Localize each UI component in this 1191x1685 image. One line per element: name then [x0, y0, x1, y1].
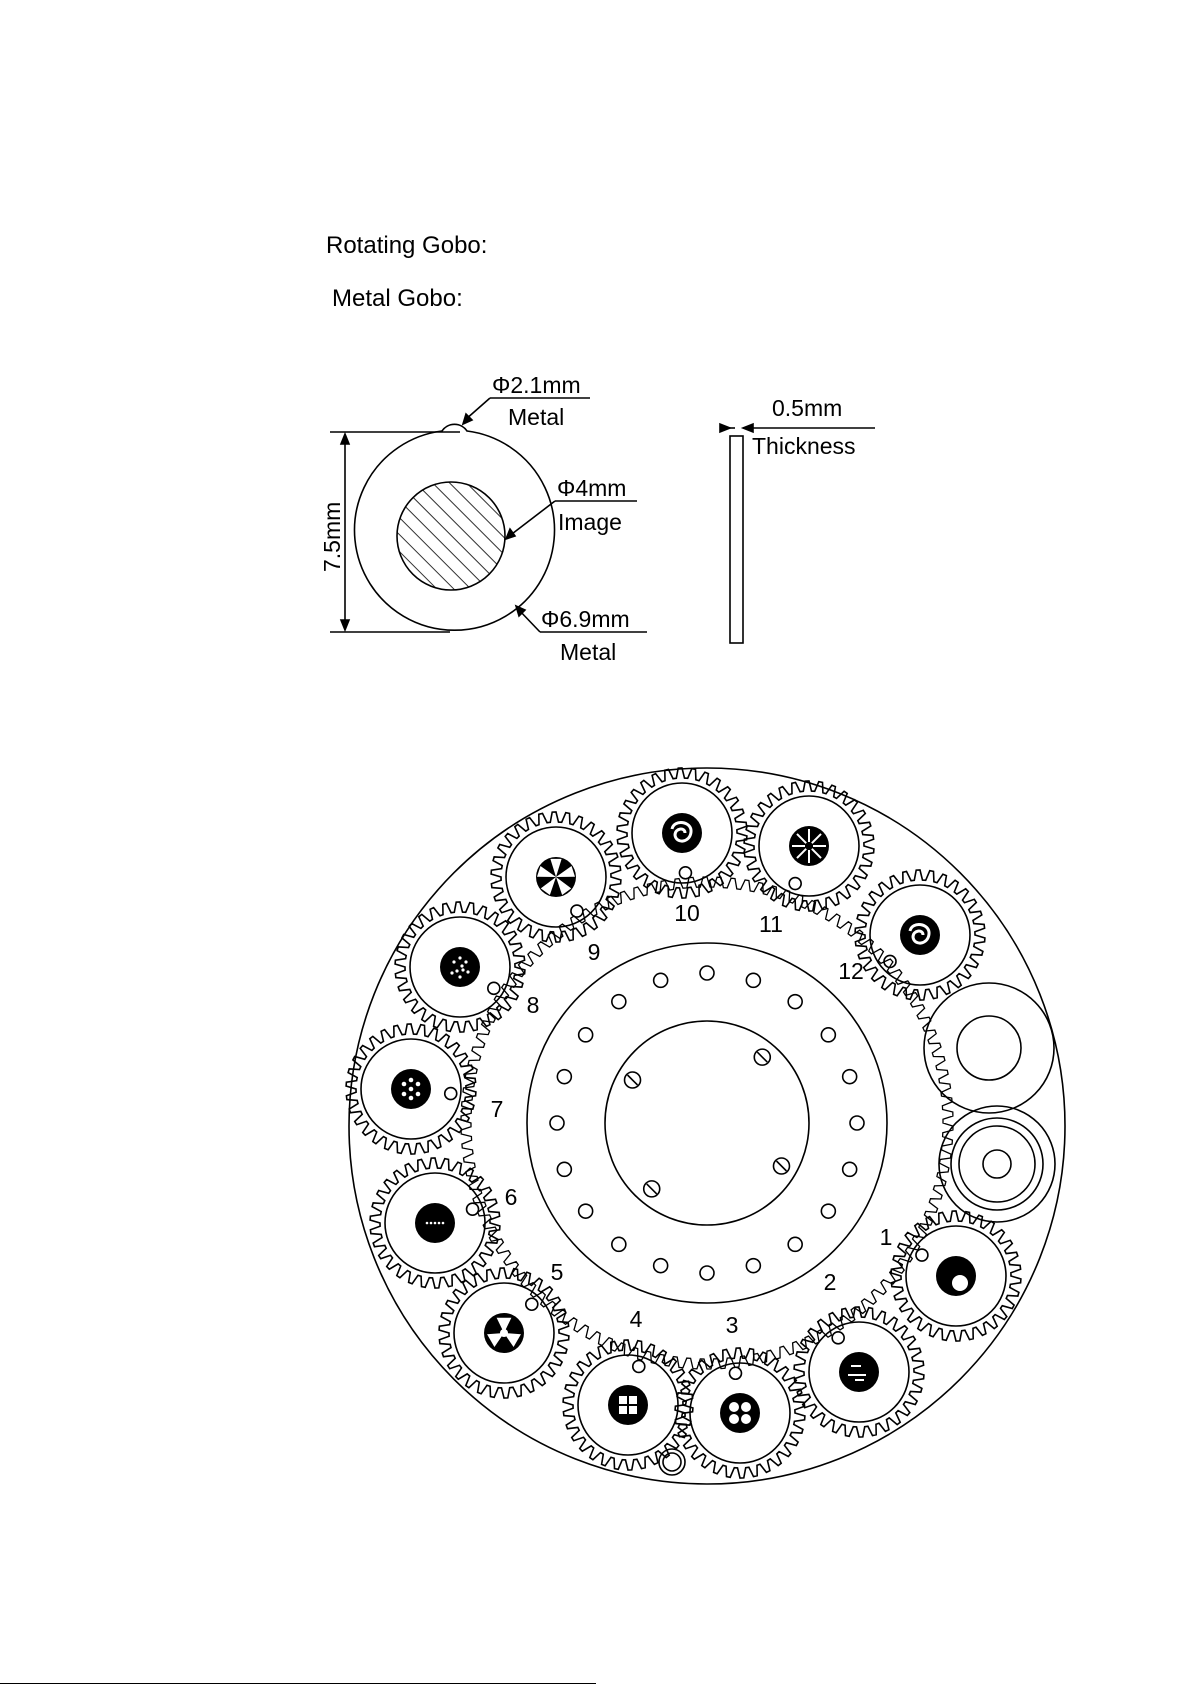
outer-material-label: Metal [560, 639, 616, 665]
ring-hole [850, 1116, 864, 1130]
gobo-thickness-strip [730, 436, 743, 643]
slot-number: 9 [588, 939, 601, 965]
locating-hole [679, 867, 691, 879]
open-slot-2-inner [983, 1150, 1011, 1178]
slot-number: 11 [759, 911, 783, 937]
ring-holes [550, 966, 864, 1280]
footer-rule [0, 1683, 596, 1684]
swirl-icon [900, 915, 940, 955]
gobo-gear [563, 1340, 693, 1470]
ring-hole [654, 973, 668, 987]
slot-number: 1 [880, 1224, 893, 1250]
gobo-gear [855, 870, 985, 1000]
ring-hole [550, 1116, 564, 1130]
slot-number: 10 [674, 900, 700, 926]
ring-hole [557, 1162, 571, 1176]
dot-in-circle-icon [936, 1256, 976, 1296]
gobo-gear [346, 1024, 476, 1154]
locating-hole [832, 1332, 844, 1344]
locating-hole [729, 1367, 741, 1379]
gobo-gear [370, 1158, 500, 1288]
open-slot-2-ring [959, 1126, 1035, 1202]
ring-hole [746, 1259, 760, 1273]
ring-hole [821, 1204, 835, 1218]
slot-number: 6 [505, 1184, 518, 1210]
locating-hole [445, 1088, 457, 1100]
open-slot-outer [924, 983, 1054, 1113]
locating-hole [571, 905, 583, 917]
ring-hole [654, 1259, 668, 1273]
open-slot-2-outer [939, 1106, 1055, 1222]
locating-hole [633, 1360, 645, 1372]
hub-screws [625, 1049, 790, 1197]
open-slot-inner [957, 1016, 1021, 1080]
thickness-label: Thickness [752, 433, 856, 459]
ring-hole [843, 1070, 857, 1084]
slot-number: 4 [630, 1306, 643, 1332]
gobo-gear [675, 1348, 805, 1478]
slot-number: 5 [551, 1259, 564, 1285]
gobo-image-area [397, 482, 505, 590]
height-label: 7.5mm [319, 502, 345, 572]
ring-hole [557, 1070, 571, 1084]
ring-hole [612, 1237, 626, 1251]
hub-screw [644, 1181, 660, 1197]
gobo-gear [617, 768, 747, 898]
gobo-gear [744, 781, 874, 911]
sparkle-dots-icon [440, 947, 480, 987]
hub-screw [773, 1158, 789, 1174]
gobo-gear [794, 1307, 924, 1437]
locating-hole [526, 1298, 538, 1310]
slot-number: 3 [726, 1312, 739, 1338]
ring-hole [788, 995, 802, 1009]
slot-number: 7 [491, 1096, 504, 1122]
spiral-icon [662, 813, 702, 853]
ring-hole [612, 995, 626, 1009]
cross-window-icon [608, 1385, 648, 1425]
tab-material-label: Metal [508, 404, 564, 430]
gobo-wheel [346, 768, 1065, 1484]
slot-number: 8 [527, 992, 540, 1018]
open-slot-2-mid [951, 1118, 1043, 1210]
locating-hole [467, 1203, 479, 1215]
ring-hole [821, 1028, 835, 1042]
image-diameter-label: Φ4mm [557, 475, 626, 501]
ring-hole [788, 1237, 802, 1251]
gobo-gear [439, 1268, 569, 1398]
sun-gear [461, 877, 953, 1369]
ring-hole [579, 1204, 593, 1218]
ring-hole [579, 1028, 593, 1042]
hub-screw [754, 1049, 770, 1065]
line-pattern-icon [839, 1352, 879, 1392]
slot-number: 2 [824, 1269, 837, 1295]
locating-hole [916, 1249, 928, 1261]
thickness-value-label: 0.5mm [772, 395, 842, 421]
ring-hole [843, 1162, 857, 1176]
index-hole-inner [663, 1453, 681, 1471]
outer-diameter-label: Φ6.9mm [541, 606, 630, 632]
ring-hole [700, 966, 714, 980]
hub-screw [625, 1072, 641, 1088]
tab-diameter-label: Φ2.1mm [492, 372, 581, 398]
gobo-gear [491, 812, 621, 942]
locating-hole [488, 982, 500, 994]
gobo-gear [395, 902, 525, 1032]
ring-hole [700, 1266, 714, 1280]
slot-number: 12 [838, 958, 864, 984]
ring-hole [746, 973, 760, 987]
four-holes-icon [720, 1393, 760, 1433]
gobo-gear [891, 1211, 1021, 1341]
center-hub [605, 1021, 809, 1225]
center-ring [527, 943, 887, 1303]
image-label: Image [558, 509, 622, 535]
locating-hole [789, 878, 801, 890]
